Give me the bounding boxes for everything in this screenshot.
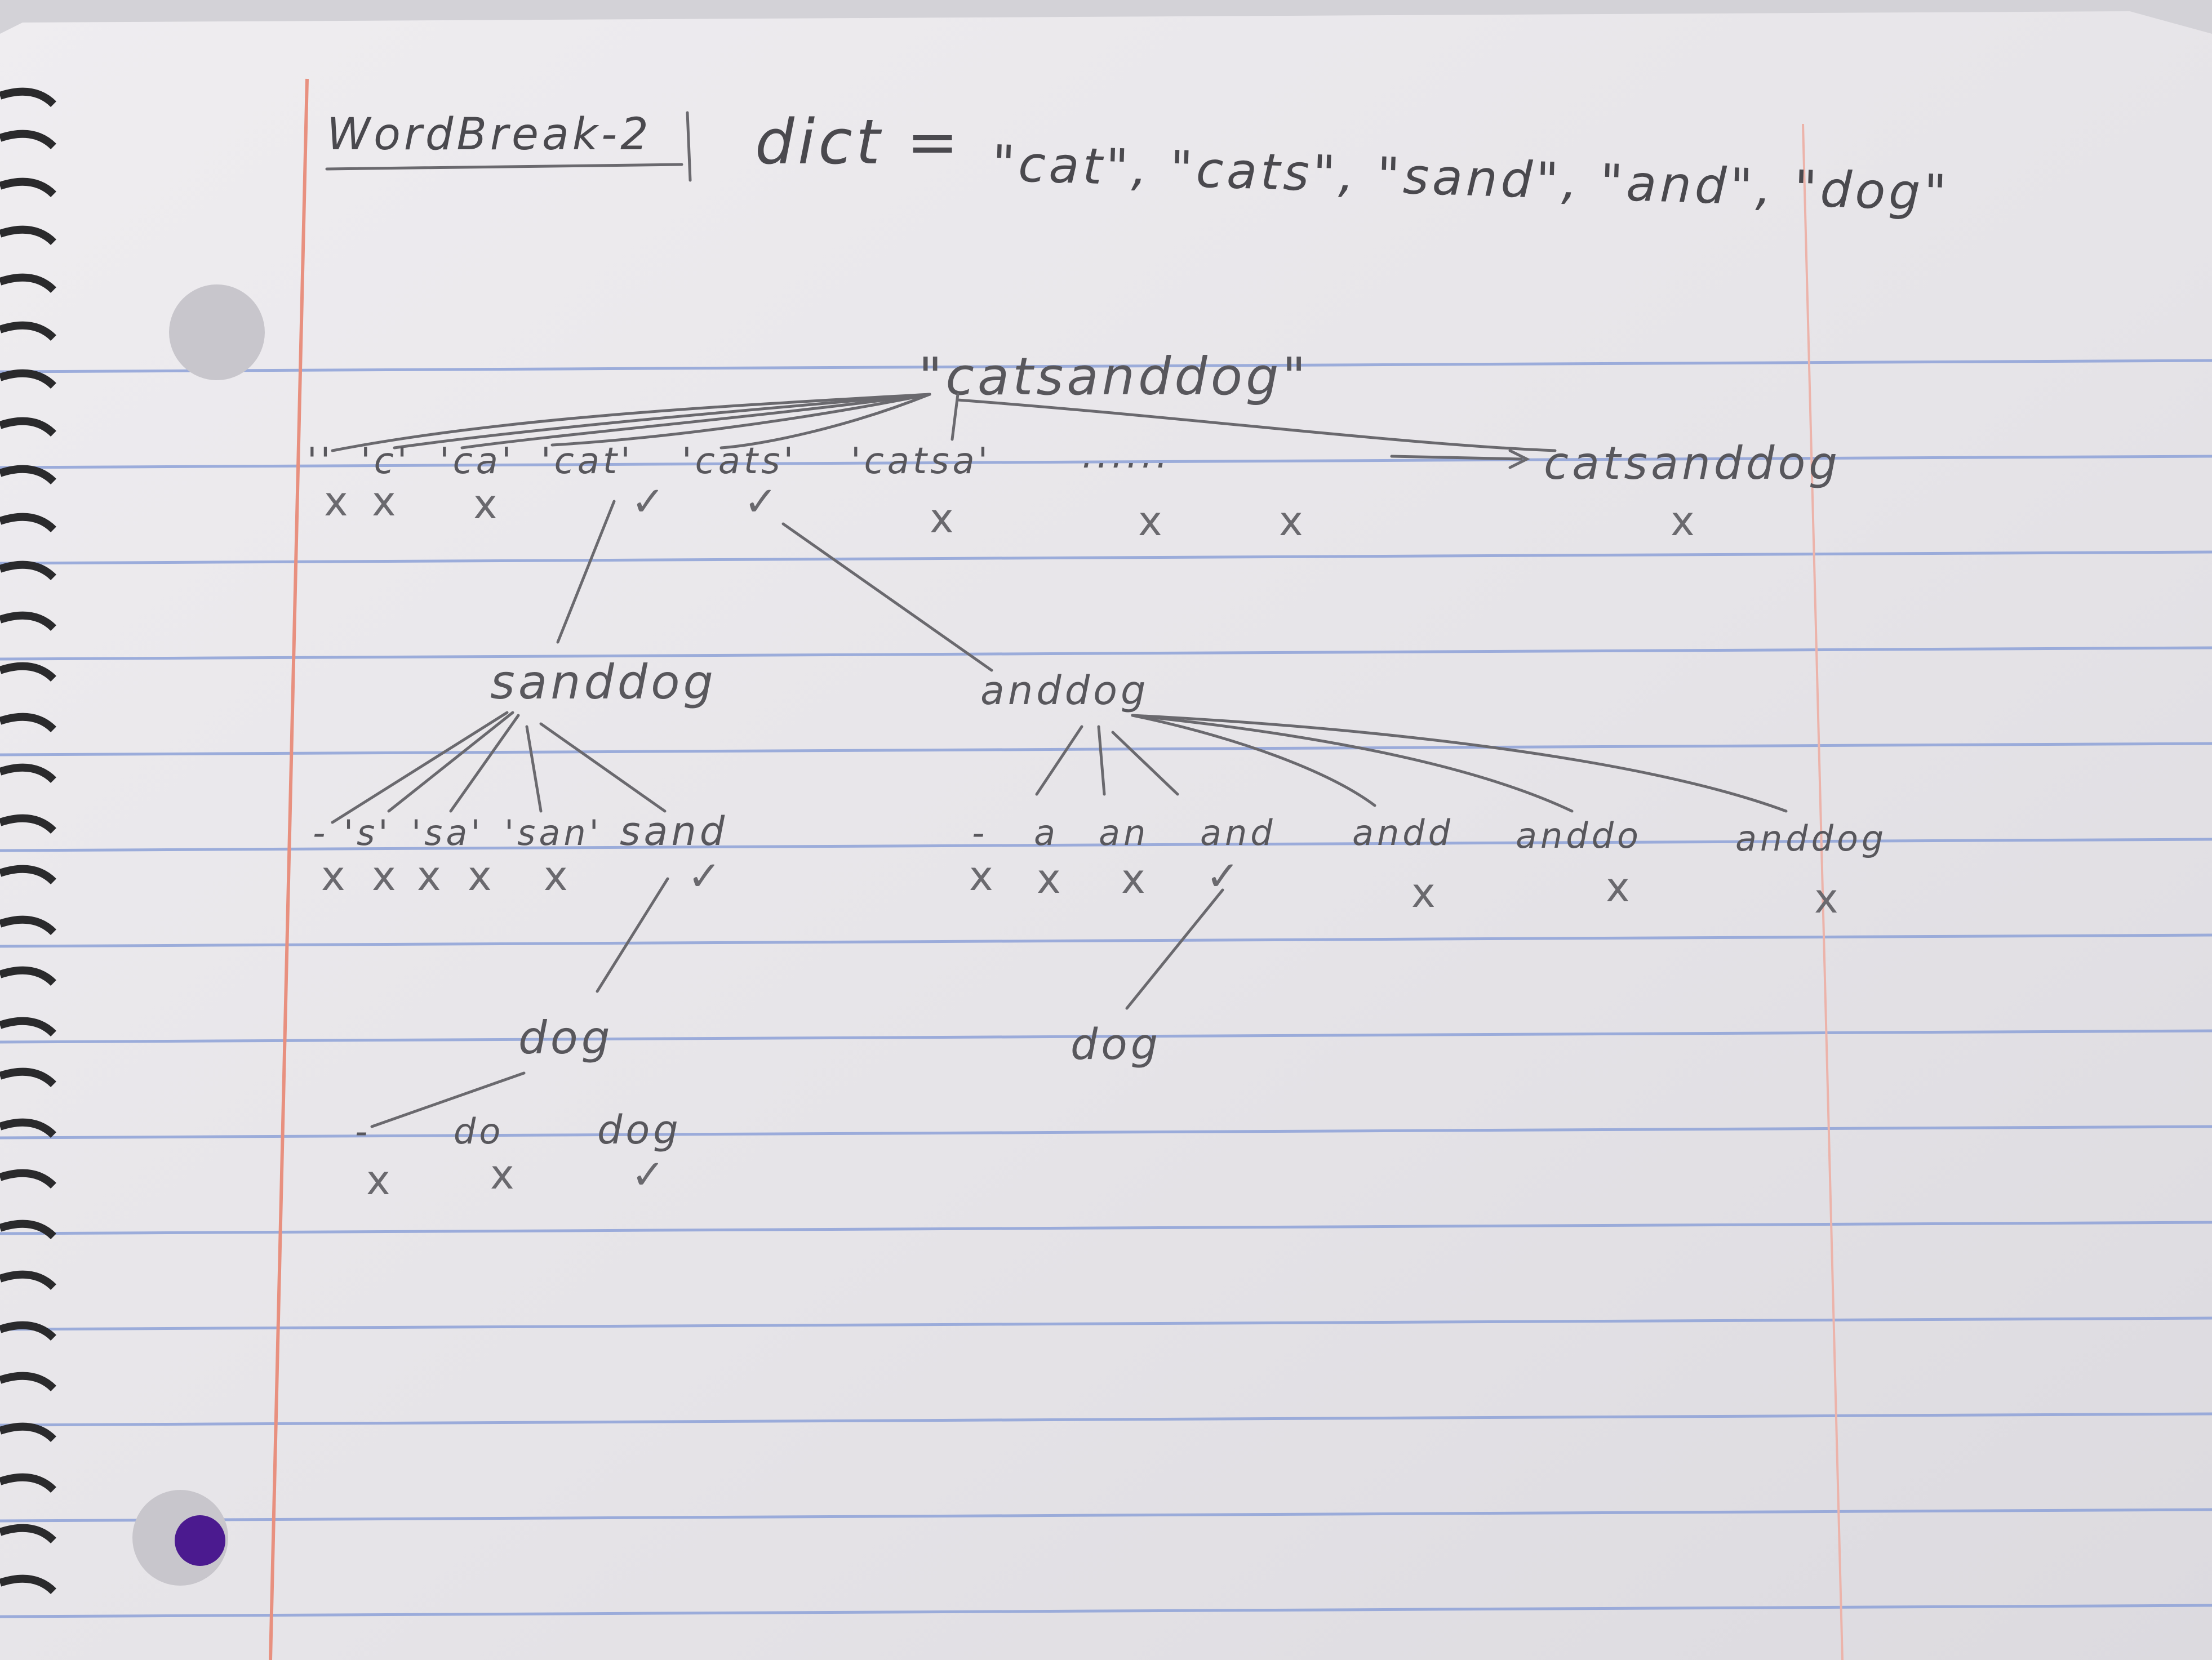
prefix-item: - — [972, 812, 988, 853]
paper-sheet — [0, 11, 2212, 1660]
level1-prefixes: '' 'c' 'ca' 'cat' 'cats' 'catsa' ...... … — [307, 435, 1841, 489]
mark: ✓ — [744, 478, 778, 525]
prefix-item: 'catsa' — [851, 440, 991, 482]
right-margin-line — [1802, 123, 1844, 1660]
prefix-item: '' — [307, 440, 334, 482]
mark: x — [969, 852, 993, 900]
binder-hole — [169, 284, 265, 380]
node-dog-left: dog — [518, 1012, 614, 1064]
margin-line — [269, 78, 309, 1660]
prefix-item: 'cats' — [682, 440, 797, 482]
edge-sand-to-dog — [596, 877, 669, 993]
spiral-binding — [0, 87, 56, 1595]
mark: x — [1814, 875, 1838, 922]
prefix-item: anddo — [1516, 815, 1642, 856]
prefix-item: 's' — [344, 812, 391, 853]
mark: x — [544, 852, 568, 900]
sanddog-prefixes: - 's' 'sa' 'san' sand — [313, 808, 728, 855]
mark: x — [1121, 855, 1145, 902]
mark: x — [366, 1156, 390, 1204]
prefix-item: anddog — [1735, 818, 1887, 859]
prefix-item: 'cat' — [541, 440, 634, 482]
prefix-ellipsis: ...... — [1082, 435, 1171, 477]
mark: x — [490, 1151, 514, 1198]
prefix-item: 'c' — [361, 440, 410, 482]
mark: x — [1037, 855, 1061, 902]
prefix-item: 'sa' — [411, 812, 483, 853]
mark: ✓ — [631, 478, 665, 525]
prefix-item: dog — [597, 1107, 682, 1153]
prefix-item: sand — [620, 808, 728, 855]
sanddog-marks: x x x x x ✓ — [321, 852, 721, 900]
edge-dog-left — [370, 1071, 526, 1128]
prefix-item: an — [1099, 812, 1149, 853]
prefix-item: - — [313, 812, 328, 853]
mark: x — [930, 495, 954, 542]
dict-label: dict = — [755, 106, 962, 178]
prefix-item: catsanddog — [1544, 437, 1841, 489]
tree-root: "catsanddog" — [918, 346, 1309, 407]
mark: ✓ — [631, 1151, 665, 1198]
dog-left-marks: x x ✓ — [366, 1151, 665, 1204]
mark: ✓ — [1206, 852, 1240, 900]
sanddog-edges — [331, 711, 667, 824]
prefix-item: 'ca' — [439, 440, 515, 482]
mark: x — [468, 852, 492, 900]
node-anddog: anddog — [980, 667, 1149, 714]
rule-lines — [0, 359, 2212, 1618]
mark: x — [1138, 497, 1162, 545]
mark: x — [372, 478, 396, 525]
mark: x — [473, 480, 498, 528]
mark: x — [321, 852, 345, 900]
prefix-item: - — [355, 1111, 371, 1152]
mark: x — [372, 852, 396, 900]
mark: x — [324, 478, 348, 525]
mark: x — [1411, 869, 1436, 916]
prefix-item: a — [1034, 812, 1059, 853]
prefix-item: andd — [1352, 812, 1454, 853]
prefix-item: do — [454, 1111, 504, 1152]
edge-and-to-dog — [1125, 888, 1224, 1010]
root-edges — [331, 393, 1557, 452]
header-title: WordBreak-2 — [327, 109, 652, 160]
dog-left-prefixes: - do dog — [355, 1107, 682, 1153]
anddog-marks: x x x ✓ x x x — [969, 852, 1838, 922]
node-sanddog: sanddog — [490, 655, 717, 710]
mark: x — [417, 852, 441, 900]
mark: x — [1671, 497, 1695, 545]
anddog-prefixes: - a an and andd anddo anddog — [972, 812, 1887, 859]
node-dog-right: dog — [1071, 1019, 1161, 1069]
mark: x — [1279, 497, 1303, 545]
mark: ✓ — [687, 852, 721, 900]
level1-edges — [556, 500, 993, 672]
prefix-item: 'san' — [504, 812, 602, 853]
level1-marks: x x x ✓ ✓ x x x x — [324, 478, 1695, 545]
prefix-item: and — [1200, 812, 1276, 853]
anddog-edges — [1035, 714, 1788, 813]
ink-dot — [175, 1515, 225, 1566]
mark: x — [1606, 864, 1630, 911]
